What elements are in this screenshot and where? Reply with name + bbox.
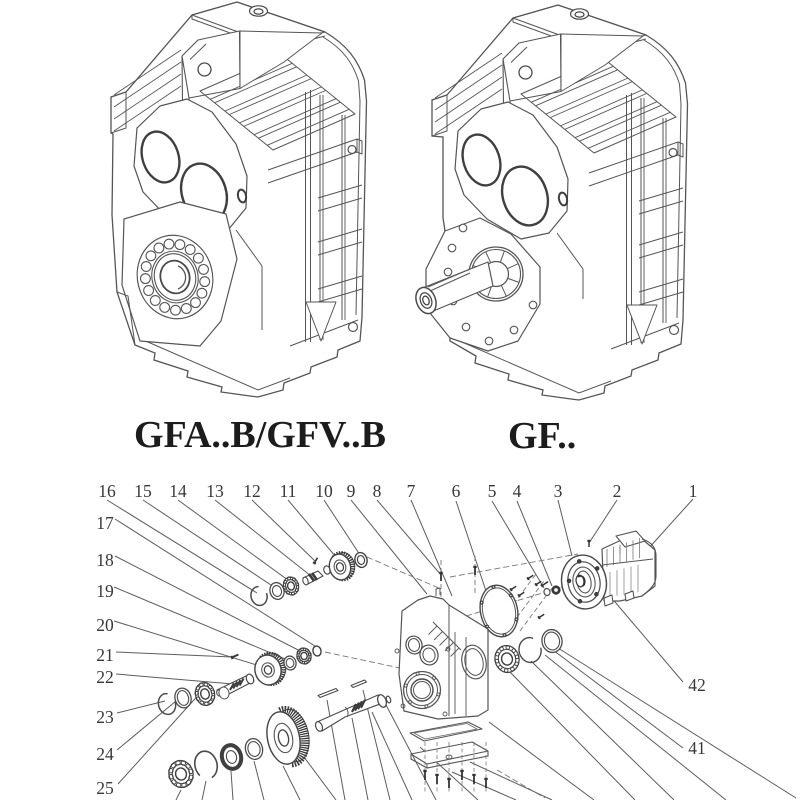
svg-text:2: 2 [613,481,622,501]
svg-text:17: 17 [96,513,114,533]
svg-text:7: 7 [407,481,416,501]
svg-text:41: 41 [688,738,706,758]
svg-text:23: 23 [96,707,114,727]
svg-text:15: 15 [134,481,152,501]
svg-text:16: 16 [98,481,116,501]
svg-text:9: 9 [347,481,356,501]
svg-text:20: 20 [96,615,114,635]
svg-text:4: 4 [513,481,522,501]
svg-text:21: 21 [96,645,114,665]
svg-text:24: 24 [96,744,114,764]
svg-text:12: 12 [243,481,261,501]
svg-text:5: 5 [488,481,497,501]
svg-text:25: 25 [96,778,114,798]
svg-text:42: 42 [688,675,706,695]
svg-text:3: 3 [554,481,563,501]
svg-text:18: 18 [96,550,114,570]
svg-text:22: 22 [96,667,114,687]
svg-text:GFA..B/GFV..B: GFA..B/GFV..B [134,414,386,456]
svg-text:14: 14 [169,481,187,501]
svg-text:13: 13 [206,481,224,501]
svg-text:GF..: GF.. [508,415,576,457]
svg-text:6: 6 [452,481,461,501]
svg-text:19: 19 [96,581,114,601]
svg-text:8: 8 [373,481,382,501]
svg-text:10: 10 [315,481,333,501]
svg-text:11: 11 [280,481,297,501]
svg-text:1: 1 [689,481,698,501]
